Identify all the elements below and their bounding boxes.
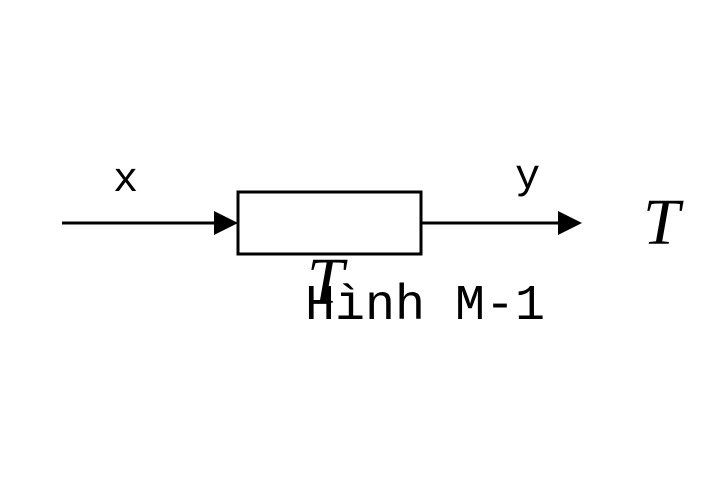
output-T-label: T — [643, 186, 684, 259]
overlap-T-label: T — [307, 245, 348, 318]
input-arrow-head — [214, 211, 238, 235]
input-label: x — [113, 156, 138, 204]
figure-caption: Hình M-1 — [305, 278, 545, 335]
output-arrow-head — [558, 211, 582, 235]
output-label: y — [515, 153, 540, 201]
